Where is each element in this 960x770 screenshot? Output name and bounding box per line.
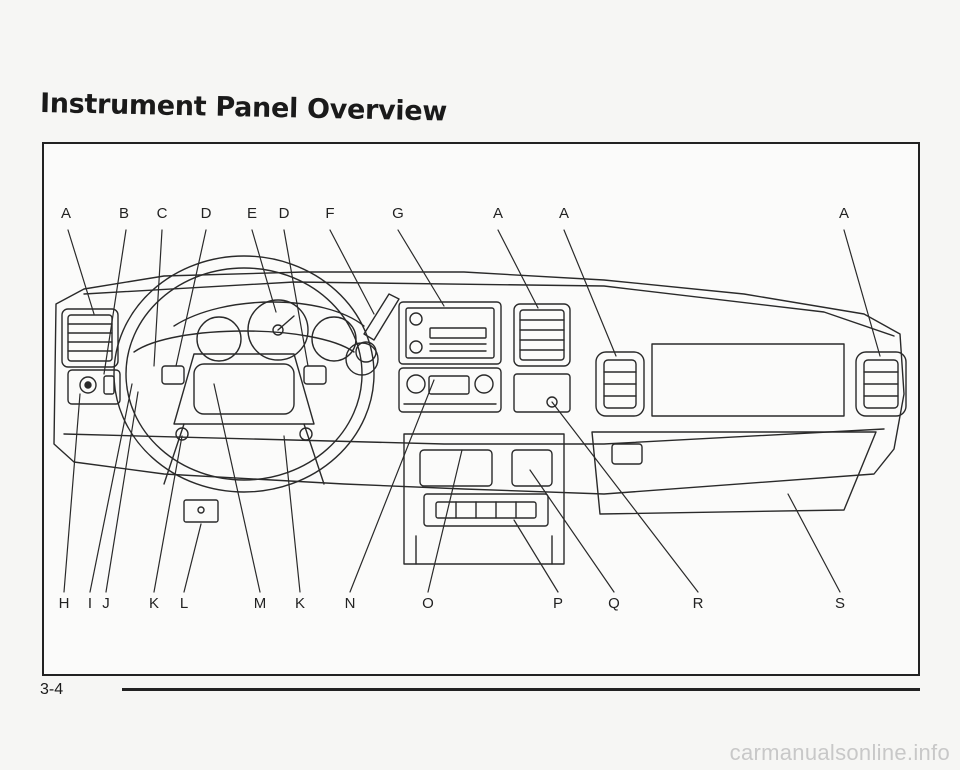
callout-letter: O — [422, 595, 434, 612]
center-vent-icon — [513, 303, 571, 367]
callout-letter: L — [179, 595, 189, 612]
callout-letter: P — [552, 595, 564, 612]
climate-controls-icon — [398, 367, 502, 413]
callout-letter: E — [246, 205, 258, 222]
hood-release-icon — [183, 499, 219, 523]
steering-wheel-icon — [113, 255, 375, 493]
callout-letter: A — [558, 205, 570, 222]
callout-letter: D — [200, 205, 212, 222]
callout-letter: C — [156, 205, 168, 222]
passenger-dash-panel — [651, 343, 845, 417]
callout-letter: N — [344, 595, 356, 612]
shift-lever-icon — [355, 293, 400, 363]
watermark[interactable]: carmanualsonline.info — [729, 740, 950, 765]
callout-letter: H — [58, 595, 70, 612]
lower-dash-line — [63, 428, 885, 445]
callout-letter: A — [492, 205, 504, 222]
far-right-vent-icon — [855, 351, 907, 417]
callout-letter: G — [392, 205, 404, 222]
callout-letter: K — [148, 595, 160, 612]
dashboard-top-ridge — [83, 281, 895, 337]
radio-icon — [398, 301, 502, 365]
callout-letter: A — [60, 205, 72, 222]
callout-letter: F — [325, 205, 335, 222]
callout-letter: B — [118, 205, 130, 222]
page-number: 3-4 — [40, 681, 64, 698]
accessory-outlet-icon — [513, 373, 571, 413]
headlamp-switch-icon — [67, 369, 121, 405]
callout-letter: Q — [608, 595, 620, 612]
callout-letter: A — [838, 205, 850, 222]
page-title: Instrument Panel Overview — [39, 88, 448, 128]
callout-leader-lines — [63, 229, 881, 593]
callout-letter: J — [102, 595, 110, 612]
instrument-panel-illustration — [53, 229, 907, 593]
callout-letter: K — [294, 595, 306, 612]
callout-letter: S — [834, 595, 846, 612]
left-vent-icon — [61, 308, 119, 368]
center-console-icon — [403, 433, 565, 565]
mid-right-vent-icon — [595, 351, 645, 417]
glove-box-icon — [591, 431, 877, 515]
dashboard-outline — [53, 271, 905, 495]
callout-letter: M — [253, 595, 267, 612]
figure-frame: A B C D E D F G A A A H I J K L M K N O … — [42, 142, 920, 676]
footer-rule — [122, 688, 920, 691]
callout-letter: R — [692, 595, 704, 612]
callout-letter: D — [278, 205, 290, 222]
callout-letter: I — [87, 595, 93, 612]
